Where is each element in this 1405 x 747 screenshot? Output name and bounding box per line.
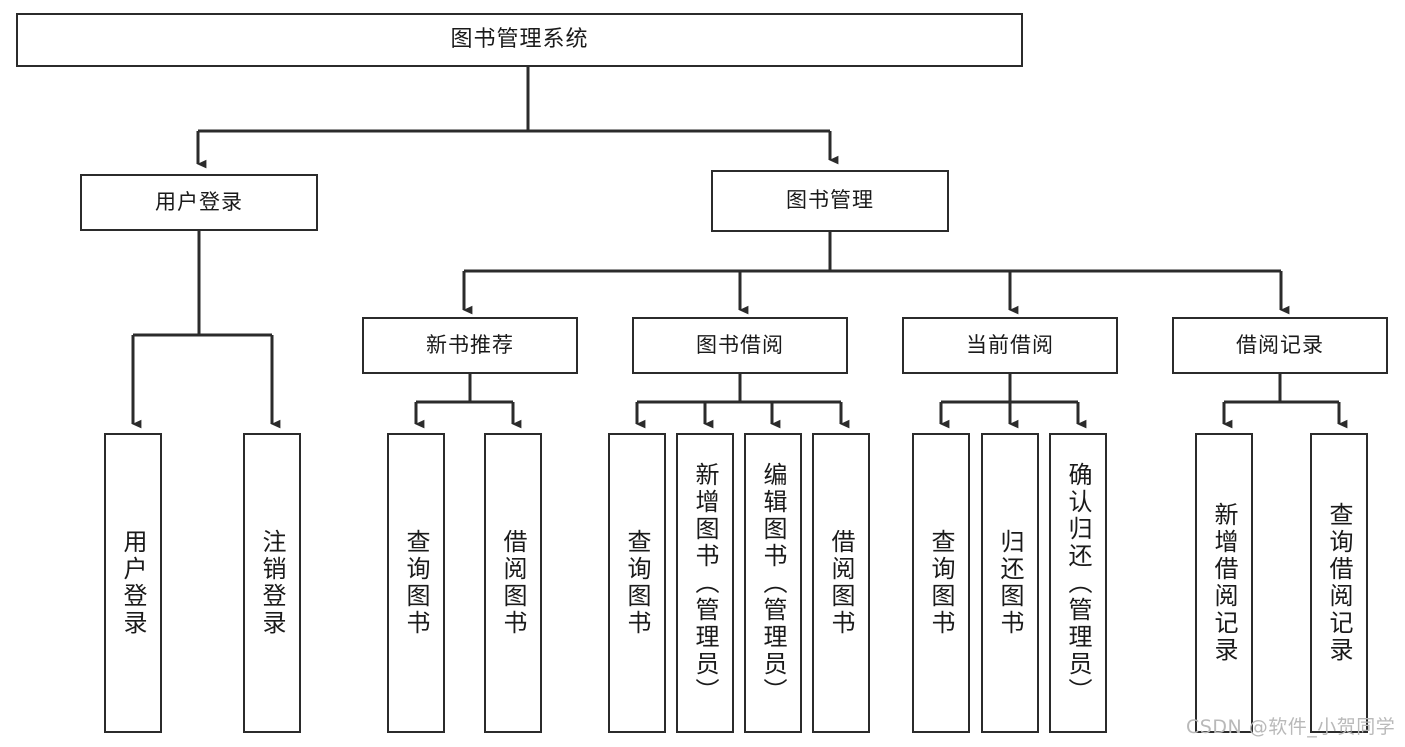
node-label: 借阅图书 [499, 529, 527, 637]
node-borrow-record[interactable]: 借阅记录 [1172, 317, 1388, 374]
node-book-management[interactable]: 图书管理 [711, 170, 949, 232]
node-label: 图书管理系统 [450, 26, 589, 52]
node-label: 当前借阅 [966, 332, 1054, 357]
leaf-book-borrow-edit[interactable]: 编辑图书（管理员） [744, 433, 802, 733]
node-label: 查询图书 [623, 529, 651, 637]
leaf-book-borrow-add[interactable]: 新增图书（管理员） [676, 433, 734, 733]
node-label: 借阅记录 [1236, 332, 1324, 357]
node-user-login[interactable]: 用户登录 [80, 174, 318, 231]
node-label: 用户登录 [155, 189, 243, 214]
node-current-borrow[interactable]: 当前借阅 [902, 317, 1118, 374]
node-label: 查询借阅记录 [1325, 502, 1353, 664]
node-label: 归还图书 [996, 529, 1024, 637]
node-label: 查询图书 [402, 529, 430, 637]
node-label: 编辑图书（管理员） [759, 461, 787, 705]
node-label: 借阅图书 [827, 529, 855, 637]
node-label: 图书管理 [786, 188, 874, 213]
leaf-current-borrow-return[interactable]: 归还图书 [981, 433, 1039, 733]
node-label: 查询图书 [927, 529, 955, 637]
leaf-borrow-record-query[interactable]: 查询借阅记录 [1310, 433, 1368, 733]
node-label: 新增图书（管理员） [691, 461, 719, 705]
leaf-book-borrow-borrow[interactable]: 借阅图书 [812, 433, 870, 733]
leaf-new-book-borrow[interactable]: 借阅图书 [484, 433, 542, 733]
leaf-user-login-logout[interactable]: 注销登录 [243, 433, 301, 733]
node-label: 图书借阅 [696, 332, 784, 357]
node-label: 确认归还（管理员） [1064, 461, 1092, 705]
leaf-book-borrow-query[interactable]: 查询图书 [608, 433, 666, 733]
node-label: 注销登录 [258, 529, 286, 637]
node-label: 新增借阅记录 [1210, 502, 1238, 664]
node-root-system[interactable]: 图书管理系统 [16, 13, 1023, 67]
leaf-user-login-login[interactable]: 用户登录 [104, 433, 162, 733]
leaf-current-borrow-query[interactable]: 查询图书 [912, 433, 970, 733]
node-label: 新书推荐 [426, 332, 514, 357]
leaf-borrow-record-add[interactable]: 新增借阅记录 [1195, 433, 1253, 733]
node-book-borrow[interactable]: 图书借阅 [632, 317, 848, 374]
leaf-new-book-query[interactable]: 查询图书 [387, 433, 445, 733]
leaf-current-borrow-confirm-return[interactable]: 确认归还（管理员） [1049, 433, 1107, 733]
node-new-book-recommend[interactable]: 新书推荐 [362, 317, 578, 374]
node-label: 用户登录 [119, 529, 147, 637]
